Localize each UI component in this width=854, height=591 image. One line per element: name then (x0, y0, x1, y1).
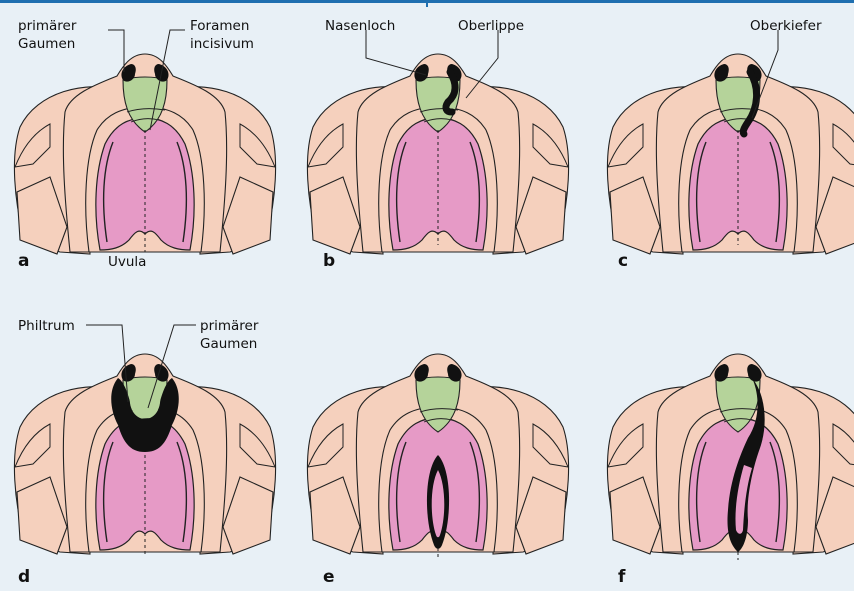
label-philtrum: Philtrum (18, 318, 75, 334)
label-oberlippe: Oberlippe (458, 18, 524, 34)
label-primaerer-gaumen-a-line1: primärer (18, 18, 77, 34)
panel-letter-f: f (618, 567, 626, 587)
panel-letter-d: d (18, 567, 30, 587)
label-primaerer-gaumen-a-line2: Gaumen (18, 36, 75, 52)
panel-d (14, 325, 275, 555)
panel-letter-c: c (618, 251, 628, 271)
panel-letter-a: a (18, 251, 29, 271)
label-oberkiefer: Oberkiefer (750, 18, 822, 34)
panel-letter-e: e (323, 567, 335, 587)
label-nasenloch: Nasenloch (325, 18, 395, 34)
label-uvula: Uvula (108, 254, 146, 270)
panel-b (307, 30, 568, 254)
label-primaerer-gaumen-d-line2: Gaumen (200, 336, 257, 352)
panel-e (307, 354, 568, 560)
panel-c (607, 30, 854, 254)
label-foramen-line1: Foramen (190, 18, 249, 34)
label-primaerer-gaumen-d-line1: primärer (200, 318, 259, 334)
panel-letter-b: b (323, 251, 335, 271)
label-foramen-line2: incisivum (190, 36, 254, 52)
panel-f (607, 354, 854, 560)
panel-a (14, 30, 275, 254)
